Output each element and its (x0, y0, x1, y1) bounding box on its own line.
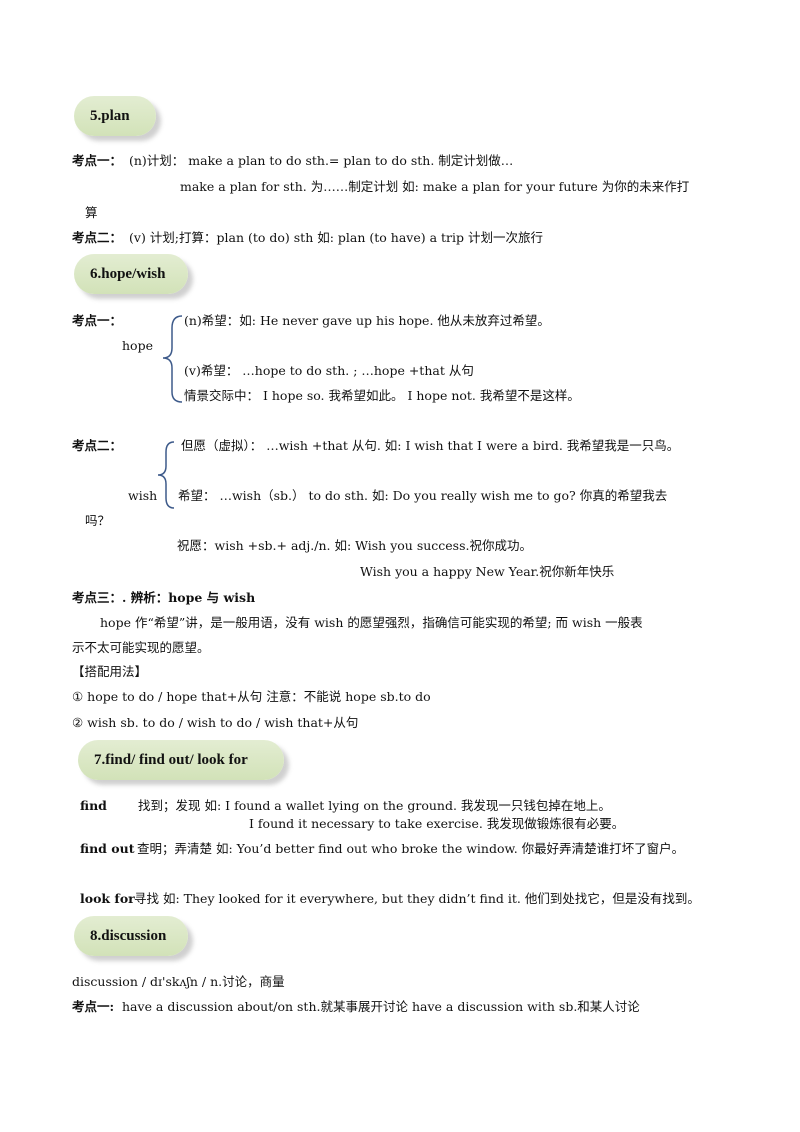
comparison-paragraph-2: 示不太可能实现的愿望。 (72, 640, 210, 655)
plan-noun-line: (n)计划： make a plan to do sth.= plan to d… (129, 153, 514, 168)
usage-item-1: ① hope to do / hope that+从句 注意：不能说 hope … (72, 689, 431, 704)
plan-verb-line: (v) 计划;打算：plan (to do) sth 如: plan (to h… (129, 230, 543, 245)
keypoint-label: 考点二： (72, 230, 123, 245)
keypoint-label: 考点二： (72, 438, 123, 453)
usage-label: 【搭配用法】 (72, 664, 148, 679)
wish-hope-line-2: 吗？ (85, 513, 111, 528)
wish-hope-line: 希望： …wish（sb.） to do sth. 如: Do you real… (178, 488, 668, 503)
discussion-definition: discussion / dɪ'skʌʃn / n.讨论，商量 (72, 974, 285, 989)
find-line: 找到；发现 如: I found a wallet lying on the g… (138, 798, 611, 813)
section-heading-discussion: 8.discussion (74, 916, 188, 956)
plan-noun-line-2: make a plan for sth. 为……制定计划 如: make a p… (180, 179, 690, 194)
hope-verb-line: (v)希望： …hope to do sth. ; …hope +that 从句 (184, 363, 474, 378)
find-out-line: 查明；弄清楚 如: You’d better find out who brok… (137, 841, 685, 856)
wish-brace (157, 441, 175, 509)
keypoint-label: 考点一: (72, 999, 115, 1014)
hope-word: hope (122, 338, 153, 353)
plan-noun-line-3: 算 (85, 205, 98, 220)
section-heading-plan: 5.plan (74, 96, 156, 136)
hope-brace (162, 315, 183, 403)
look-for-word: look for (80, 891, 135, 906)
hope-situational-line: 情景交际中： I hope so. 我希望如此。 I hope not. 我希望… (184, 388, 580, 403)
discussion-line: have a discussion about/on sth.就某事展开讨论 h… (122, 999, 640, 1014)
keypoint-label: 考点三：. 辨析：hope 与 wish (72, 590, 256, 605)
find-line-2: I found it necessary to take exercise. 我… (249, 816, 625, 831)
find-out-word: find out (80, 841, 135, 856)
keypoint-label: 考点一： (72, 313, 123, 328)
wish-blessing-line-2: Wish you a happy New Year.祝你新年快乐 (360, 564, 615, 579)
wish-subjunctive-line: 但愿（虚拟）： …wish +that 从句. 如: I wish that I… (181, 438, 680, 453)
keypoint-label: 考点一： (72, 153, 123, 168)
comparison-paragraph: hope 作“希望”讲，是一般用语，没有 wish 的愿望强烈，指确信可能实现的… (100, 615, 643, 630)
usage-item-2: ② wish sb. to do / wish to do / wish tha… (72, 715, 359, 730)
wish-blessing-line: 祝愿：wish +sb.+ adj./n. 如: Wish you succes… (177, 538, 532, 553)
look-for-line: 寻找 如: They looked for it everywhere, but… (134, 891, 700, 906)
wish-word: wish (128, 488, 158, 503)
find-word: find (80, 798, 107, 813)
hope-noun-line: (n)希望：如: He never gave up his hope. 他从未放… (184, 313, 550, 328)
section-heading-find: 7.find/ find out/ look for (78, 740, 284, 780)
section-heading-hope-wish: 6.hope/wish (74, 254, 188, 294)
